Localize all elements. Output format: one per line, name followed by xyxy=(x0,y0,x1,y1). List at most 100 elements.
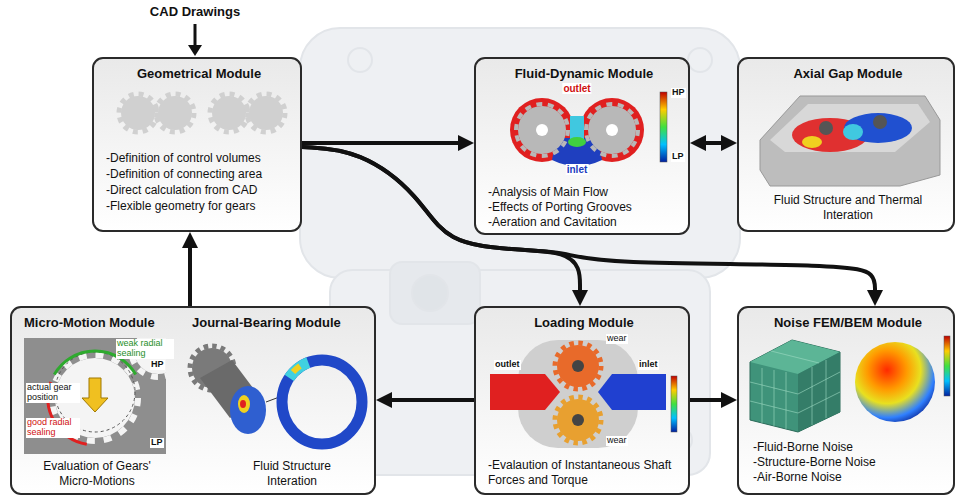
mesh-region xyxy=(568,137,586,147)
figure-label: actual gear position xyxy=(26,383,80,403)
module-title: Micro-Motion Module xyxy=(24,315,184,331)
mesh-line xyxy=(774,370,775,426)
pump-shaft xyxy=(390,262,480,324)
bearing-film-peak xyxy=(293,366,300,372)
axial-gap-model xyxy=(760,96,940,186)
figure-label: good radial sealing xyxy=(26,418,80,438)
module-text: Fluid Structure Interation xyxy=(232,459,352,489)
gear-hub xyxy=(606,124,618,136)
gear xyxy=(518,106,566,154)
module-text: -Definition of connecting area xyxy=(106,167,298,182)
gear-bore xyxy=(873,115,887,129)
figure-label: HP xyxy=(671,88,686,98)
noise-drawing xyxy=(750,336,950,432)
figure-label: HP xyxy=(150,360,165,370)
radiation-sphere xyxy=(855,342,935,422)
gear-teeth xyxy=(555,343,601,389)
gear-drawing xyxy=(119,94,285,132)
figure-label: wear xyxy=(606,334,628,344)
pump-bolt xyxy=(688,48,712,72)
mesh-line xyxy=(812,367,813,425)
mesh-line xyxy=(771,351,819,363)
module-box: Axial Gap ModuleFluid Structure and Ther… xyxy=(737,57,955,232)
figure-label: weak radial sealing xyxy=(116,339,174,359)
module-title: Loading Module xyxy=(476,315,692,331)
box-fill xyxy=(474,57,690,235)
mesh-line xyxy=(762,368,763,423)
connector-arrow xyxy=(188,240,192,306)
box-fills xyxy=(10,57,955,495)
figure-label: LP xyxy=(150,438,164,448)
module-text: -Structure-Borne Noise xyxy=(753,455,949,470)
gear-teeth xyxy=(210,94,248,132)
micro-motion-drawing xyxy=(24,323,185,454)
gear-hub xyxy=(536,124,548,136)
module-text: -Definition of control volumes xyxy=(106,151,298,166)
connectors xyxy=(190,143,875,400)
input-arrow-line xyxy=(194,24,197,47)
journal xyxy=(230,386,266,434)
journal-load xyxy=(240,400,246,408)
figure-label: inlet xyxy=(638,360,659,370)
module-text: Fluid Structure and Thermal Interation xyxy=(763,193,933,223)
color-bar xyxy=(671,376,677,432)
housing xyxy=(760,96,940,186)
gap-pressure xyxy=(843,124,863,140)
figure-label: outlet xyxy=(562,83,591,94)
loading-drawing xyxy=(490,340,677,448)
flow-field xyxy=(510,92,667,166)
gear-teeth xyxy=(516,104,568,156)
input-arrow xyxy=(188,24,202,56)
fem-mesh xyxy=(750,340,840,432)
mesh-line xyxy=(750,382,798,394)
fem-mesh-side xyxy=(798,352,840,432)
box-fill xyxy=(474,306,690,495)
mesh-line xyxy=(798,392,840,413)
connector-arrow xyxy=(384,398,474,402)
mesh-grid xyxy=(750,351,840,429)
mesh-region xyxy=(570,116,584,140)
module-box: Loading Module -Evalaution of Instantaneo… xyxy=(474,306,690,495)
color-bar xyxy=(944,336,950,396)
input-arrow-head xyxy=(188,45,202,56)
inlet-port xyxy=(598,374,666,410)
connector-arrow xyxy=(302,141,466,145)
bearing-film xyxy=(282,360,362,444)
module-text: -Direct calculation from CAD xyxy=(106,183,298,198)
gear-hub xyxy=(572,360,584,372)
gear-teeth xyxy=(119,94,157,132)
module-text: -Evalaution of Instantaneous Shaft Force… xyxy=(488,458,674,488)
gear-teeth xyxy=(586,104,638,156)
housing-face xyxy=(770,104,930,152)
journal-bearing-drawing xyxy=(190,346,362,444)
connector-arrow xyxy=(302,147,875,298)
outlet-port xyxy=(490,374,560,410)
box-fill xyxy=(92,57,302,232)
connector-arrow xyxy=(690,398,729,402)
gap-pressure xyxy=(802,136,822,148)
gear-hub xyxy=(572,414,584,426)
module-text: -Flexible geometry for gears xyxy=(106,199,298,214)
figure-label: outlet xyxy=(494,360,521,370)
module-title: Fluid-Dynamic Module xyxy=(476,66,692,82)
module-text: -Aeration and Cavitation xyxy=(488,215,684,230)
figure-label: inlet xyxy=(566,164,589,175)
module-title: Journal-Bearing Module xyxy=(192,315,372,331)
gear-teeth xyxy=(156,94,194,132)
mesh-line xyxy=(826,360,827,418)
bearing-film-peak xyxy=(289,363,308,378)
gap-pressure xyxy=(844,113,912,143)
box-fill xyxy=(737,306,955,495)
input-label: CAD Drawings xyxy=(149,5,241,19)
mesh-line xyxy=(798,372,840,394)
pump-bolt xyxy=(348,48,372,72)
module-title: Geometrical Module xyxy=(94,66,304,82)
gear xyxy=(557,345,599,387)
module-box: Noise FEM/BEM Module-Fluid-Borne Noise-S… xyxy=(737,306,955,495)
module-box: Geometrical Module -Definition of control… xyxy=(92,57,302,232)
motion-arrow xyxy=(82,378,108,412)
module-title: Axial Gap Module xyxy=(739,66,957,82)
